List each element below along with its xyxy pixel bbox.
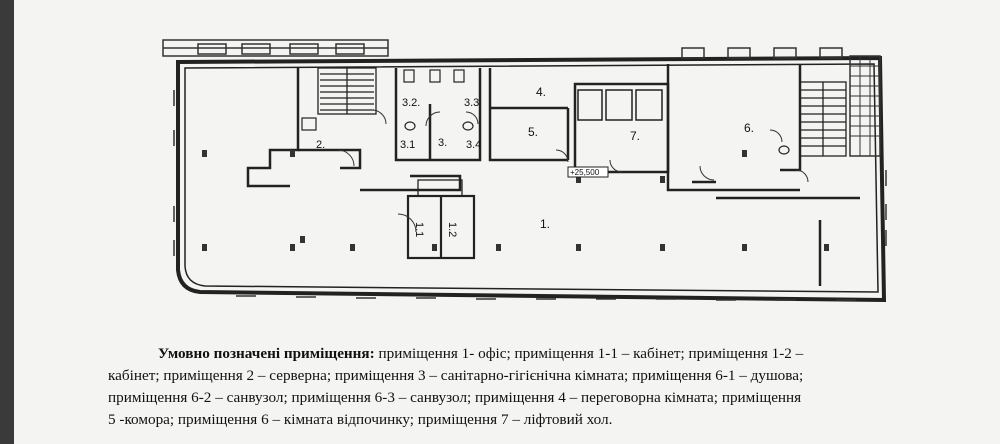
room-label-3-2: 3.2. — [402, 97, 420, 109]
room-label-1: 1. — [540, 217, 550, 231]
legend-line-4: 5 -комора; приміщення 6 – кімната відпоч… — [108, 411, 613, 428]
legend-heading: Умовно позначені приміщення: — [158, 345, 375, 362]
room-label-6: 6. — [744, 121, 754, 135]
room-label-7: 7. — [630, 129, 640, 143]
room-label-3-3: 3.3 — [464, 97, 479, 109]
outer-walls — [176, 55, 887, 303]
scan-edge-shadow — [0, 0, 14, 444]
room-label-3: 3. — [438, 137, 447, 149]
hatch-right — [850, 56, 880, 156]
legend: Умовно позначені приміщення: приміщення … — [108, 343, 972, 431]
rooms-1-1-1-2 — [406, 179, 476, 260]
room-label-3-1: 3.1 — [400, 139, 415, 151]
elevation-box — [567, 166, 609, 178]
legend-line-3: приміщення 6-2 – санвузол; приміщення 6-… — [108, 389, 802, 406]
top-windows — [162, 39, 881, 157]
legend-line-2: кабінет; приміщення 2 – серверна; приміщ… — [108, 367, 804, 384]
floor-plan: 1. 1.1 1.2 2. 3. 3.1 3.2. 3.3 3.4 4. 5. … — [162, 39, 887, 303]
columns — [202, 150, 829, 251]
room-label-4: 4. — [536, 85, 546, 99]
room-label-3-4: 3.4 — [466, 139, 481, 151]
elevation-mark: +25,500 — [570, 168, 600, 177]
stair-right — [799, 81, 847, 157]
room-label-2: 2. — [316, 139, 325, 151]
legend-line-1-text: приміщення 1- офіс; приміщення 1-1 – каб… — [374, 345, 804, 362]
door-swings — [337, 109, 809, 233]
room-label-5: 5. — [528, 125, 538, 139]
room-label-1-2: 1.2 — [446, 222, 458, 237]
interior-walls — [246, 64, 860, 286]
side-windows — [173, 90, 887, 301]
room-label-1-1: 1.1 — [413, 222, 425, 237]
stair-left — [317, 67, 377, 115]
elevators — [577, 89, 663, 121]
legend-line-1: Умовно позначені приміщення: приміщення … — [108, 343, 972, 365]
sanitary-fixtures — [301, 69, 790, 155]
